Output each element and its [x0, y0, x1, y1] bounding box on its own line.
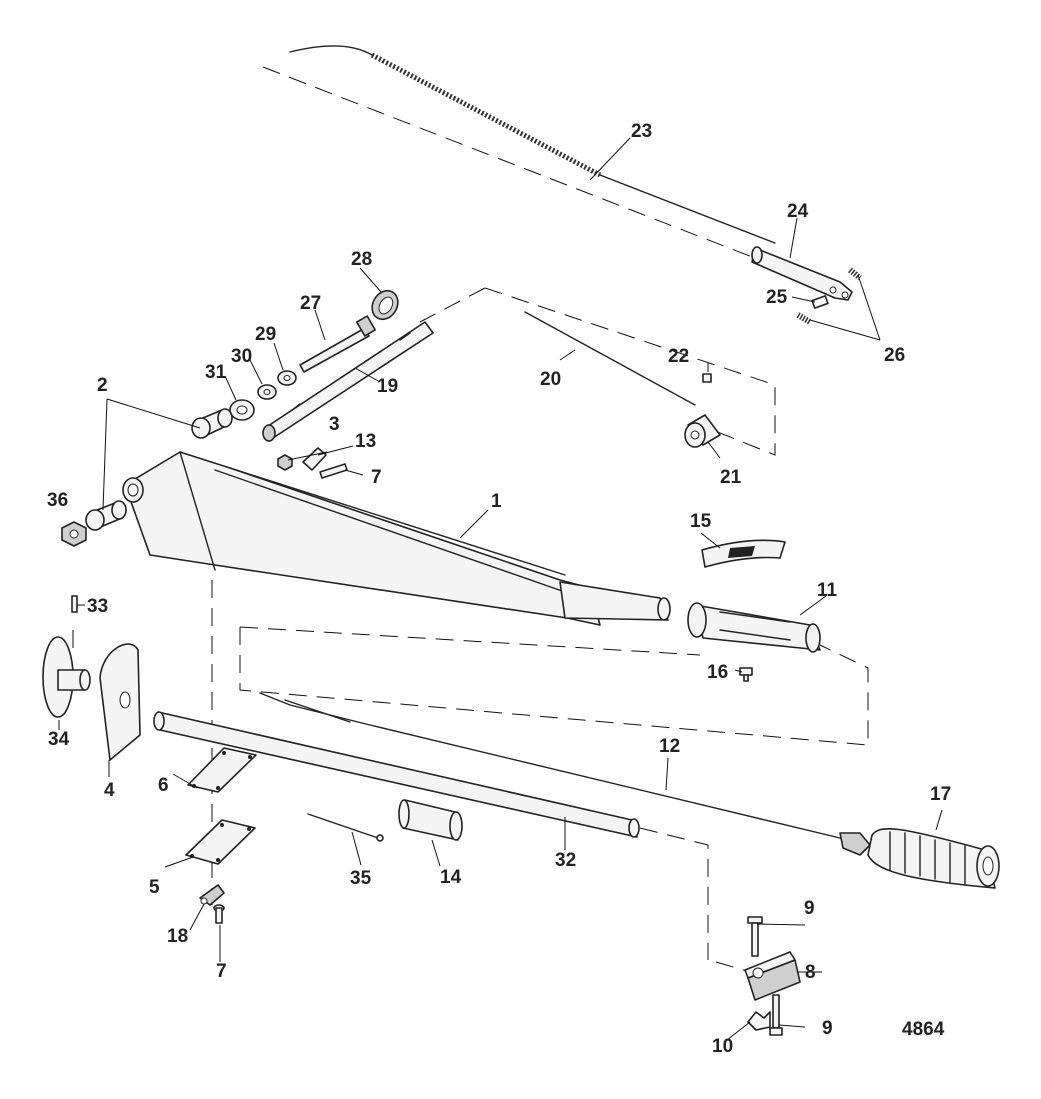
part-17-knob [867, 827, 1000, 889]
part-21-coupler [684, 414, 721, 448]
part-7-screw-bottom [213, 904, 225, 924]
part-36-nut [61, 521, 87, 547]
part-30-washer [257, 384, 277, 400]
part-13-clamp [302, 447, 327, 471]
part-16-screw [739, 667, 753, 682]
callout-28: 28 [351, 249, 372, 270]
callout-6: 6 [158, 775, 169, 796]
callout-26: 26 [884, 345, 905, 366]
callout-30: 30 [231, 346, 252, 367]
part-32-tube [153, 711, 640, 838]
part-5-plate [185, 819, 256, 865]
callout-24: 24 [787, 201, 809, 222]
part-3-nut [277, 454, 293, 471]
part-20-rod [524, 311, 696, 406]
part-11-grip [687, 602, 821, 653]
callout-10: 10 [712, 1036, 733, 1057]
callout-22: 22 [668, 346, 689, 367]
callout-8: 8 [805, 962, 816, 983]
part-31-bushing [229, 399, 255, 421]
part-35-pin [307, 813, 384, 842]
part-6-plate [187, 747, 257, 793]
callout-5: 5 [149, 877, 160, 898]
part-10-wing-nut [747, 1011, 771, 1031]
part-4-plate [99, 643, 141, 761]
callout-9a: 9 [804, 898, 815, 919]
callout-35: 35 [350, 868, 372, 889]
callout-34: 34 [48, 729, 70, 750]
part-24-yoke [751, 246, 853, 301]
part-28-seal [371, 289, 399, 321]
part-9-bolt-top [747, 916, 763, 957]
callout-7a: 7 [371, 467, 382, 488]
callout-17: 17 [930, 784, 951, 805]
part-19-shaft [262, 321, 434, 442]
callout-14: 14 [440, 867, 462, 888]
callout-20: 20 [540, 369, 561, 390]
callout-labels: 23 24 25 26 28 27 29 30 31 19 20 22 21 2… [47, 121, 951, 1057]
callout-12: 12 [659, 736, 680, 757]
callout-18: 18 [167, 926, 188, 947]
callout-27: 27 [300, 293, 321, 314]
callout-2: 2 [97, 375, 108, 396]
callout-29: 29 [255, 324, 276, 345]
part-2-bushings [85, 408, 233, 531]
callout-31: 31 [205, 362, 227, 383]
part-23-flex-cable [289, 45, 776, 244]
callout-13: 13 [355, 431, 376, 452]
callout-11: 11 [817, 580, 838, 601]
callout-9b: 9 [822, 1018, 833, 1039]
part-12-throttle-cable [259, 692, 871, 856]
callout-32: 32 [555, 850, 576, 871]
part-25-pin [811, 295, 829, 309]
callout-7b: 7 [216, 961, 227, 982]
callout-33: 33 [87, 596, 108, 617]
part-9-bolt-bottom [769, 994, 783, 1036]
part-22-set-screw [702, 373, 712, 383]
part-33-pin [71, 595, 78, 613]
callout-1: 1 [491, 491, 502, 512]
callout-16: 16 [707, 662, 728, 683]
part-26-set-screws [796, 267, 862, 325]
callout-19: 19 [377, 376, 398, 397]
part-14-sleeve [398, 799, 463, 841]
callout-21: 21 [720, 467, 742, 488]
part-15-decal [701, 539, 786, 568]
part-34-disc [42, 636, 91, 718]
callout-23: 23 [631, 121, 652, 142]
callout-36: 36 [47, 490, 68, 511]
part-1-tiller-arm [122, 451, 671, 626]
leader-lines [58, 137, 943, 1041]
figure-number: 4864 [902, 1019, 945, 1040]
callout-3: 3 [329, 414, 340, 435]
callout-4: 4 [104, 780, 115, 801]
part-27-bolt [299, 315, 376, 373]
part-8-bracket [744, 951, 801, 1001]
assembly-guide-lines [72, 66, 869, 973]
part-7-screw-top [319, 463, 348, 479]
part-18-clip [199, 884, 225, 906]
callout-15: 15 [690, 511, 712, 532]
callout-25: 25 [766, 287, 788, 308]
part-29-washer [277, 370, 297, 386]
